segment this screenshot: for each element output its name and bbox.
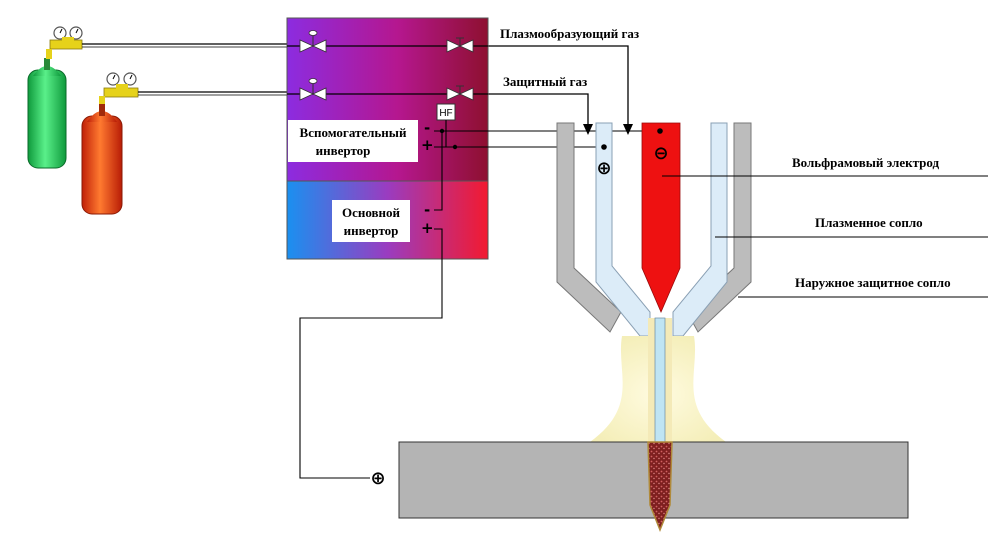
aux-inverter-label-box: [288, 120, 418, 162]
aux-inverter-label-line1: Вспомогательный: [300, 125, 407, 140]
nozzle-plus-circle: ⊕: [596, 158, 611, 179]
main-minus-sign: -: [424, 201, 430, 219]
plasma-gas-valve-2[interactable]: [446, 37, 474, 53]
main-inverter-label-box: [332, 200, 410, 242]
aux-minus-sign: -: [424, 119, 430, 137]
plasma-gas-valve-1[interactable]: [299, 30, 327, 53]
shield-gas-label: Защитный газ: [503, 74, 587, 89]
green-regulator: [46, 26, 83, 59]
red-regulator: [99, 72, 139, 104]
electrical-wires: [299, 120, 660, 479]
aux-inverter-label-line2: инвертор: [316, 143, 371, 158]
aux-plus-sign: +: [421, 136, 434, 154]
main-inverter-label-line2: инвертор: [344, 223, 399, 238]
red-gas-cylinder: [81, 102, 123, 215]
plasma-nozzle-label: Плазменное сопло: [815, 215, 923, 230]
workpiece-plus-circle: ⊕: [370, 468, 385, 489]
tungsten-electrode: [641, 122, 681, 314]
green-gas-cylinder: [27, 58, 67, 169]
plasma-gas-label: Плазмообразующий газ: [500, 26, 639, 41]
weld-pool: [647, 441, 673, 533]
shield-gas-valve-2[interactable]: [446, 85, 474, 101]
main-inverter-label-line1: Основной: [342, 205, 401, 220]
outer-nozzle-label: Наружное защитное сопло: [795, 275, 951, 290]
shield-gas-valve-1[interactable]: [299, 78, 327, 101]
main-plus-sign: +: [421, 219, 434, 237]
gas-arrows: [583, 124, 633, 135]
tungsten-electrode-label: Вольфрамовый электрод: [792, 155, 939, 170]
electrode-minus-circle: ⊖: [653, 143, 668, 164]
leader-lines: [662, 175, 988, 298]
hf-label: HF: [439, 108, 452, 119]
